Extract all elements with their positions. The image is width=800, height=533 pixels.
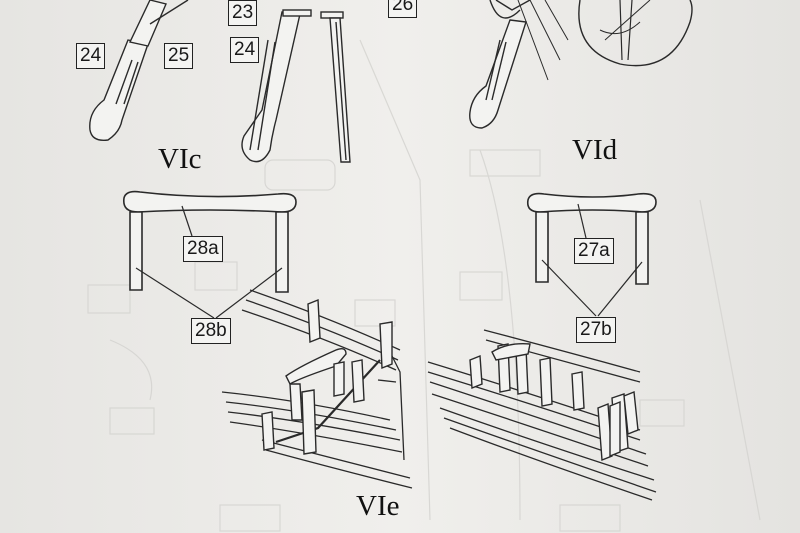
bench-28 [122,190,297,319]
part-label-28a: 28a [183,236,223,262]
part-label-24a: 24 [76,43,106,69]
part-label-25: 25 [164,43,194,69]
oar-handle-center [241,9,351,163]
caption-vid: VId [572,134,618,166]
caption-vic: VIc [158,143,202,175]
part-label-27b: 27b [576,317,616,343]
part-label-26: 26 [388,0,418,18]
oar-handle-right [469,0,569,129]
part-label-28b: 28b [191,318,231,344]
bench-27 [526,192,657,317]
part-label-23: 23 [228,0,258,26]
show-through-ghost [87,39,761,532]
hull-posts-vie [261,298,393,455]
oar-handle-left [89,0,189,141]
part-label-27a: 27a [574,238,614,264]
part-label-24b: 24 [230,37,260,63]
detail-magnifier [578,0,693,67]
caption-vie: VIe [356,490,400,522]
hull-posts-vif [469,342,639,462]
